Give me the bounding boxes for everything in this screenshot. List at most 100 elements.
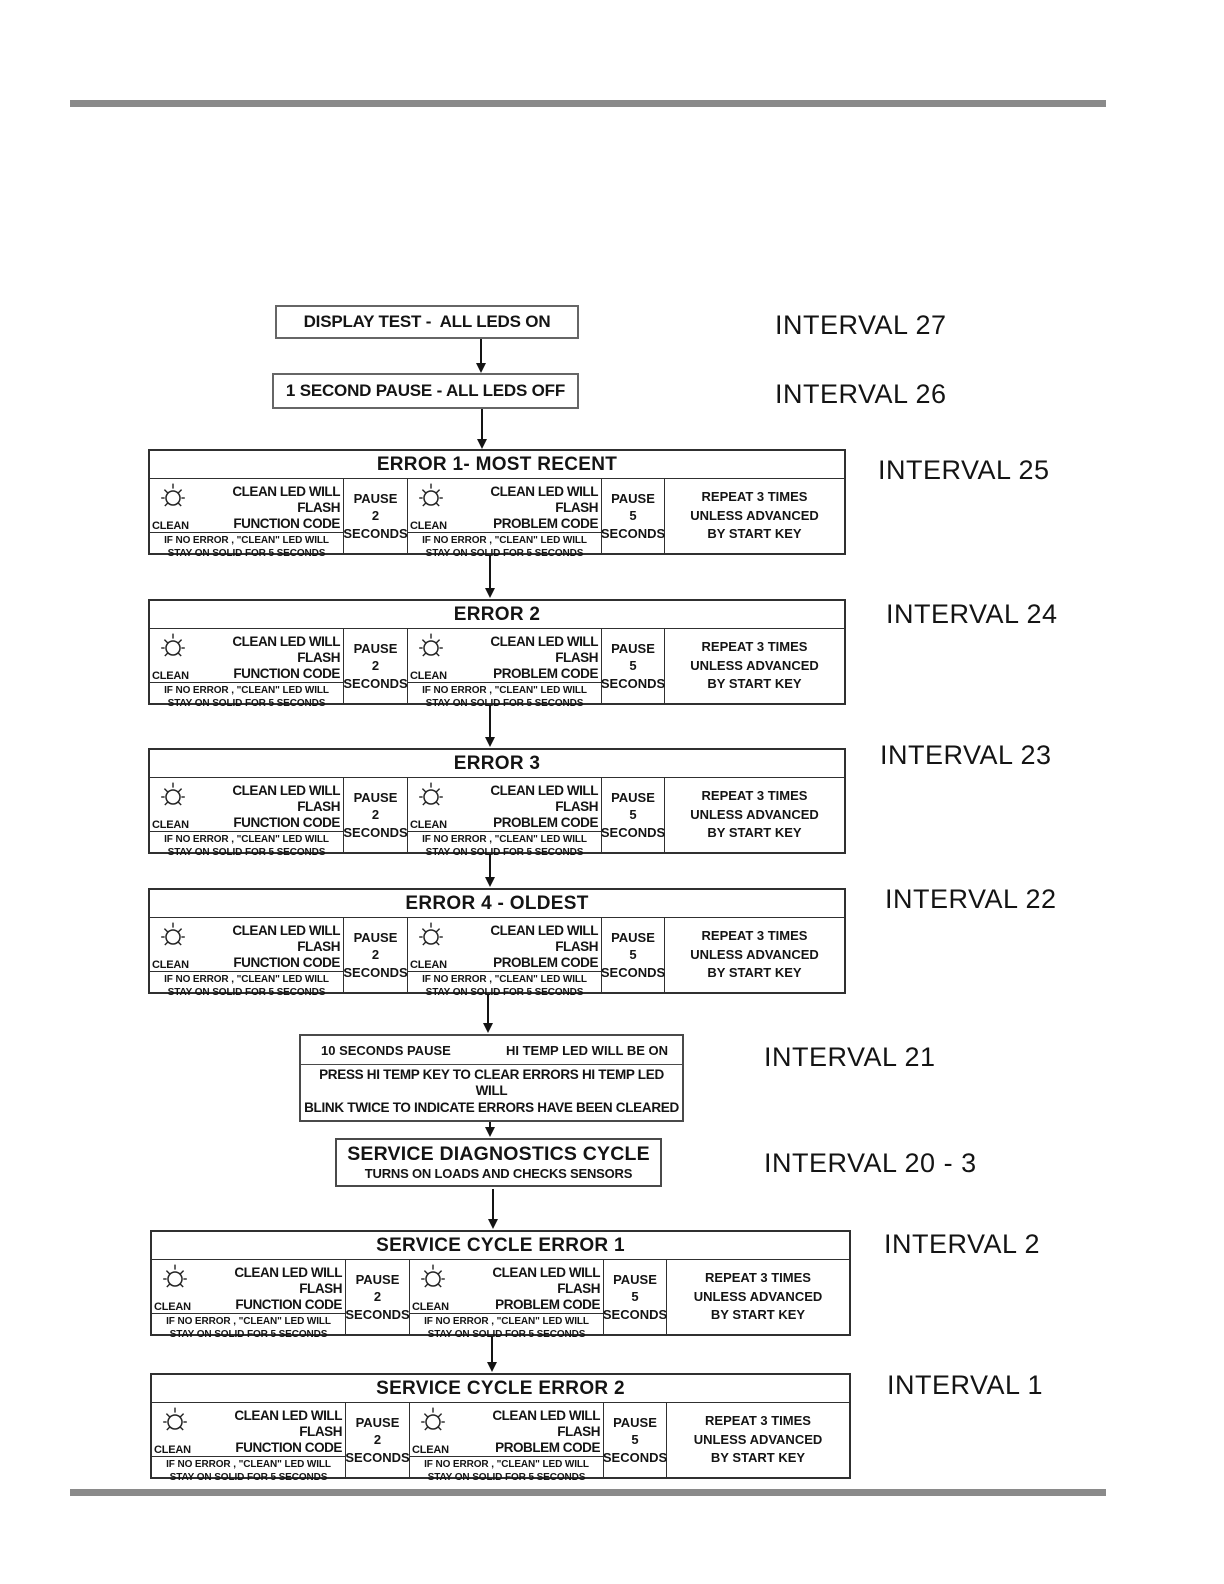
problem-code-text: CLEAN LED WILL FLASH PROBLEM CODE (492, 1408, 600, 1455)
no-error-note: IF NO ERROR , "CLEAN" LED WILL STAY ON S… (152, 1455, 345, 1484)
clean-led-label: CLEAN (152, 818, 189, 831)
error-2-box: ERROR 2 (148, 599, 846, 709)
interval-20-3-label: INTERVAL 20 - 3 (764, 1148, 977, 1178)
pause-2-seconds-cell: PAUSE 2 SECONDS (345, 1260, 410, 1334)
no-error-note: IF NO ERROR , "CLEAN" LED WILL STAY ON S… (408, 681, 601, 710)
no-error-note: IF NO ERROR , "CLEAN" LED WILL STAY ON S… (150, 531, 343, 560)
flow-arrow (484, 554, 495, 598)
repeat-3-times-cell: REPEAT 3 TIMES UNLESS ADVANCED BY START … (690, 927, 819, 981)
interval-27-label: INTERVAL 27 (775, 310, 947, 340)
pause-5-seconds-cell: PAUSE 5 SECONDS (601, 918, 665, 992)
error-box-title: ERROR 4 - OLDEST (150, 890, 844, 918)
error-box-title: ERROR 1- MOST RECENT (150, 451, 844, 479)
flow-arrow (476, 409, 487, 449)
problem-code-cell: CLEAN CLEAN LED WILL FLASH PROBLEM CODE … (410, 1260, 604, 1340)
problem-code-text: CLEAN LED WILL FLASH PROBLEM CODE (490, 484, 598, 531)
function-code-text: CLEAN LED WILL FLASH FUNCTION CODE (234, 1265, 342, 1312)
clean-led-flash-icon (421, 1407, 445, 1431)
function-code-text: CLEAN LED WILL FLASH FUNCTION CODE (234, 1408, 342, 1455)
error-box-title: ERROR 3 (150, 750, 844, 778)
clean-led-label: CLEAN (410, 669, 447, 682)
error-3-box: ERROR 3 (148, 748, 846, 858)
no-error-note: IF NO ERROR , "CLEAN" LED WILL STAY ON S… (152, 1312, 345, 1341)
flow-arrow (475, 339, 486, 373)
problem-code-cell: CLEAN CLEAN LED WILL FLASH PROBLEM CODE … (410, 1403, 604, 1483)
clean-led-flash-icon (161, 782, 185, 806)
no-error-note: IF NO ERROR , "CLEAN" LED WILL STAY ON S… (408, 970, 601, 999)
repeat-3-times-cell: REPEAT 3 TIMES UNLESS ADVANCED BY START … (690, 488, 819, 542)
interval-26-label: INTERVAL 26 (775, 379, 947, 409)
no-error-note: IF NO ERROR , "CLEAN" LED WILL STAY ON S… (410, 1455, 603, 1484)
clean-led-flash-icon (419, 483, 443, 507)
flow-arrow (482, 992, 493, 1033)
clean-led-flash-icon (163, 1407, 187, 1431)
display-test-box: DISPLAY TEST - ALL LEDS ON (275, 305, 579, 339)
function-code-text: CLEAN LED WILL FLASH FUNCTION CODE (232, 634, 340, 681)
function-code-cell: CLEAN CLEAN LED WILL FLASH FUNCTION CODE… (150, 778, 344, 858)
interval-1-label: INTERVAL 1 (887, 1370, 1044, 1400)
pause-2-seconds-cell: PAUSE 2 SECONDS (343, 629, 408, 703)
clean-led-label: CLEAN (152, 519, 189, 532)
flow-arrow (486, 1335, 497, 1372)
ten-seconds-pause-label: 10 SECONDS PAUSE (321, 1042, 451, 1058)
function-code-cell: CLEAN CLEAN LED WILL FLASH FUNCTION CODE… (150, 918, 344, 998)
clean-led-label: CLEAN (152, 958, 189, 971)
pause-5-seconds-cell: PAUSE 5 SECONDS (603, 1403, 667, 1477)
problem-code-cell: CLEAN CLEAN LED WILL FLASH PROBLEM CODE … (408, 629, 602, 709)
function-code-cell: CLEAN CLEAN LED WILL FLASH FUNCTION CODE… (152, 1260, 346, 1340)
clean-led-label: CLEAN (152, 669, 189, 682)
clean-led-label: CLEAN (410, 519, 447, 532)
flow-arrow (484, 704, 495, 747)
clean-led-flash-icon (419, 782, 443, 806)
problem-code-text: CLEAN LED WILL FLASH PROBLEM CODE (490, 923, 598, 970)
problem-code-text: CLEAN LED WILL FLASH PROBLEM CODE (490, 783, 598, 830)
top-separator-rule (70, 100, 1106, 107)
clean-led-flash-icon (421, 1264, 445, 1288)
hi-temp-led-on-label: HI TEMP LED WILL BE ON (505, 1042, 668, 1058)
clean-led-label: CLEAN (412, 1300, 449, 1313)
repeat-3-times-cell: REPEAT 3 TIMES UNLESS ADVANCED BY START … (690, 638, 819, 692)
display-test-label: DISPLAY TEST - ALL LEDS ON (303, 312, 551, 331)
no-error-note: IF NO ERROR , "CLEAN" LED WILL STAY ON S… (150, 970, 343, 999)
function-code-text: CLEAN LED WILL FLASH FUNCTION CODE (232, 783, 340, 830)
function-code-cell: CLEAN CLEAN LED WILL FLASH FUNCTION CODE… (150, 629, 344, 709)
problem-code-text: CLEAN LED WILL FLASH PROBLEM CODE (492, 1265, 600, 1312)
clean-led-label: CLEAN (154, 1443, 191, 1456)
clean-led-flash-icon (419, 922, 443, 946)
repeat-3-times-cell: REPEAT 3 TIMES UNLESS ADVANCED BY START … (690, 787, 819, 841)
service-cycle-error-2-box: SERVICE CYCLE ERROR 2 (150, 1373, 851, 1483)
clear-errors-note: PRESS HI TEMP KEY TO CLEAR ERRORS HI TEM… (304, 1067, 679, 1115)
clean-led-flash-icon (161, 922, 185, 946)
pause-5-seconds-cell: PAUSE 5 SECONDS (603, 1260, 667, 1334)
repeat-3-times-cell: REPEAT 3 TIMES UNLESS ADVANCED BY START … (693, 1412, 823, 1466)
interval-22-label: INTERVAL 22 (885, 884, 1057, 914)
clean-led-label: CLEAN (412, 1443, 449, 1456)
no-error-note: IF NO ERROR , "CLEAN" LED WILL STAY ON S… (410, 1312, 603, 1341)
interval-21-label: INTERVAL 21 (764, 1042, 936, 1072)
error-4-box: ERROR 4 - OLDEST (148, 888, 846, 998)
problem-code-text: CLEAN LED WILL FLASH PROBLEM CODE (490, 634, 598, 681)
pause-2-seconds-cell: PAUSE 2 SECONDS (345, 1403, 410, 1477)
pause-5-seconds-cell: PAUSE 5 SECONDS (601, 479, 665, 553)
function-code-cell: CLEAN CLEAN LED WILL FLASH FUNCTION CODE… (152, 1403, 346, 1483)
error-box-title: ERROR 2 (150, 601, 844, 629)
interval-2-label: INTERVAL 2 (884, 1229, 1041, 1259)
service-diagnostics-subtitle: TURNS ON LOADS AND CHECKS SENSORS (364, 1166, 633, 1181)
no-error-note: IF NO ERROR , "CLEAN" LED WILL STAY ON S… (150, 830, 343, 859)
function-code-text: CLEAN LED WILL FLASH FUNCTION CODE (232, 923, 340, 970)
clean-led-label: CLEAN (410, 958, 447, 971)
clean-led-flash-icon (161, 483, 185, 507)
no-error-note: IF NO ERROR , "CLEAN" LED WILL STAY ON S… (408, 531, 601, 560)
interval-23-label: INTERVAL 23 (880, 740, 1052, 770)
one-second-pause-label: 1 SECOND PAUSE - ALL LEDS OFF (285, 381, 566, 400)
error-1-box: ERROR 1- MOST RECENT (148, 449, 846, 559)
function-code-cell: CLEAN CLEAN LED WILL FLASH FUNCTION CODE… (150, 479, 344, 559)
clean-led-label: CLEAN (410, 818, 447, 831)
hi-temp-pause-box: 10 SECONDS PAUSE HI TEMP LED WILL BE ON … (299, 1034, 684, 1123)
problem-code-cell: CLEAN CLEAN LED WILL FLASH PROBLEM CODE … (408, 778, 602, 858)
service-diagnostics-cycle-box: SERVICE DIAGNOSTICS CYCLE TURNS ON LOADS… (335, 1138, 662, 1187)
clean-led-label: CLEAN (154, 1300, 191, 1313)
no-error-note: IF NO ERROR , "CLEAN" LED WILL STAY ON S… (150, 681, 343, 710)
error-box-title: SERVICE CYCLE ERROR 2 (152, 1375, 849, 1403)
